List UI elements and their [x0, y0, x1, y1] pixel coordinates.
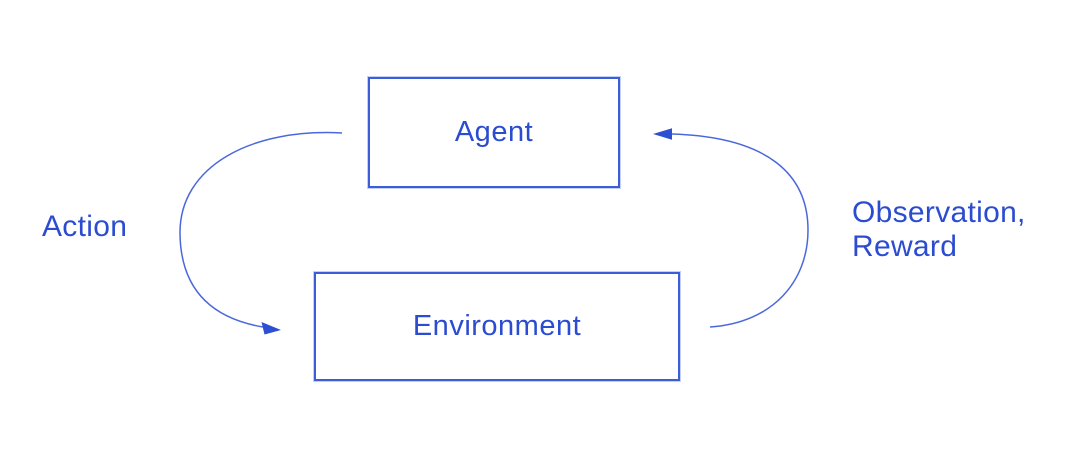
agent-node-label: Agent	[454, 116, 534, 148]
action-edge-label: Action	[42, 210, 128, 243]
observation-reward-edge-label: Observation, Reward	[852, 196, 1026, 264]
environment-node-label: Environment	[412, 310, 582, 342]
observation-reward-arrow-curve	[671, 133, 809, 328]
action-arrowhead-icon	[261, 322, 281, 335]
observation-reward-label-line2: Reward	[852, 230, 958, 263]
agent-node: Agent	[368, 77, 620, 188]
observation-reward-label-line1: Observation,	[852, 196, 1026, 229]
observation-reward-arrowhead-icon	[653, 128, 672, 140]
environment-node: Environment	[314, 272, 680, 381]
